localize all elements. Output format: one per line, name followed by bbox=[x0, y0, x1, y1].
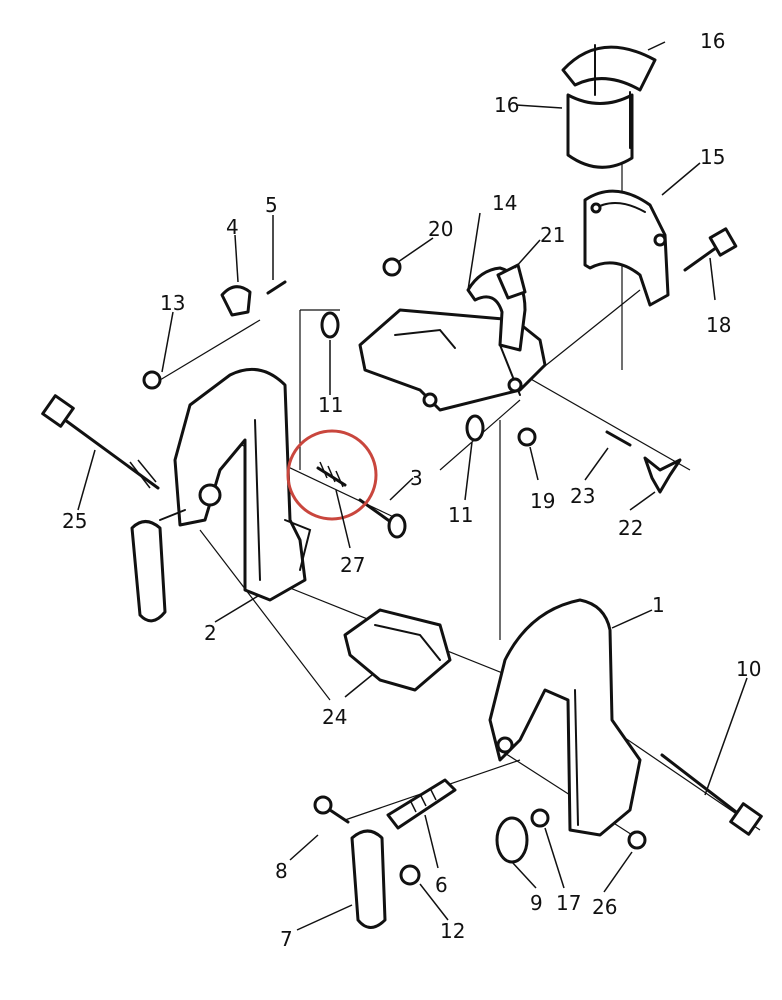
callout-labels: 16 16 15 18 14 20 21 4 5 13 11 11 19 23 … bbox=[62, 29, 761, 951]
part-19-nut bbox=[517, 427, 537, 447]
part-10-bolt bbox=[660, 753, 763, 836]
callout-18: 18 bbox=[706, 313, 731, 337]
part-4-cap bbox=[220, 285, 252, 317]
part-15-clamp-bracket bbox=[583, 189, 670, 307]
callout-12: 12 bbox=[440, 919, 465, 943]
callout-22: 22 bbox=[618, 516, 643, 540]
callout-16a: 16 bbox=[700, 29, 725, 53]
callout-9: 9 bbox=[530, 891, 543, 915]
callout-24: 24 bbox=[322, 705, 347, 729]
part-5-pin bbox=[266, 280, 287, 295]
part-20-nut bbox=[382, 257, 402, 277]
part-7-lever bbox=[350, 829, 387, 929]
callout-17: 17 bbox=[556, 891, 581, 915]
callout-3: 3 bbox=[410, 466, 423, 490]
callout-8: 8 bbox=[275, 859, 288, 883]
left-tilt-lever bbox=[130, 509, 186, 623]
callout-15: 15 bbox=[700, 145, 725, 169]
part-11-washer-a bbox=[320, 311, 340, 339]
highlight-circle-part-27 bbox=[286, 429, 378, 521]
callout-13: 13 bbox=[160, 291, 185, 315]
part-6-threaded-rod bbox=[386, 778, 457, 830]
part-21-cap bbox=[496, 263, 527, 300]
callout-14: 14 bbox=[492, 191, 517, 215]
callout-leader-lines bbox=[77, 41, 748, 931]
callout-23: 23 bbox=[570, 484, 595, 508]
part-23-screw bbox=[605, 430, 632, 447]
callout-2: 2 bbox=[204, 621, 217, 645]
part-27-spring-pin bbox=[316, 461, 347, 488]
part-2-clamp-bracket bbox=[173, 367, 312, 602]
part-17-nut bbox=[530, 808, 550, 828]
part-26-nut bbox=[627, 830, 647, 850]
callout-20: 20 bbox=[428, 217, 453, 241]
callout-6: 6 bbox=[435, 873, 448, 897]
part-3-pin bbox=[358, 498, 407, 539]
callout-11b: 11 bbox=[448, 503, 473, 527]
part-9-washer bbox=[495, 816, 529, 864]
part-11-washer-b bbox=[465, 414, 485, 442]
callout-5: 5 bbox=[265, 193, 278, 217]
part-24-thrust-block bbox=[343, 608, 452, 692]
part-12-nut bbox=[399, 864, 421, 886]
callout-26: 26 bbox=[592, 895, 617, 919]
part-13-nut bbox=[142, 370, 162, 390]
part-16-sleeve bbox=[561, 44, 657, 169]
part-18-bolt bbox=[683, 227, 738, 272]
callout-7: 7 bbox=[280, 927, 293, 951]
part-1-clamp-bracket bbox=[488, 598, 642, 837]
part-22-wing-screw bbox=[643, 456, 682, 494]
callout-1: 1 bbox=[652, 593, 665, 617]
callout-10: 10 bbox=[736, 657, 761, 681]
callout-16b: 16 bbox=[494, 93, 519, 117]
callout-11a: 11 bbox=[318, 393, 343, 417]
callout-4: 4 bbox=[226, 215, 239, 239]
callout-21: 21 bbox=[540, 223, 565, 247]
part-8-bolt bbox=[313, 795, 350, 824]
callout-19: 19 bbox=[530, 489, 555, 513]
callout-25: 25 bbox=[62, 509, 87, 533]
part-25-long-bolt bbox=[41, 394, 160, 490]
callout-27: 27 bbox=[340, 553, 365, 577]
